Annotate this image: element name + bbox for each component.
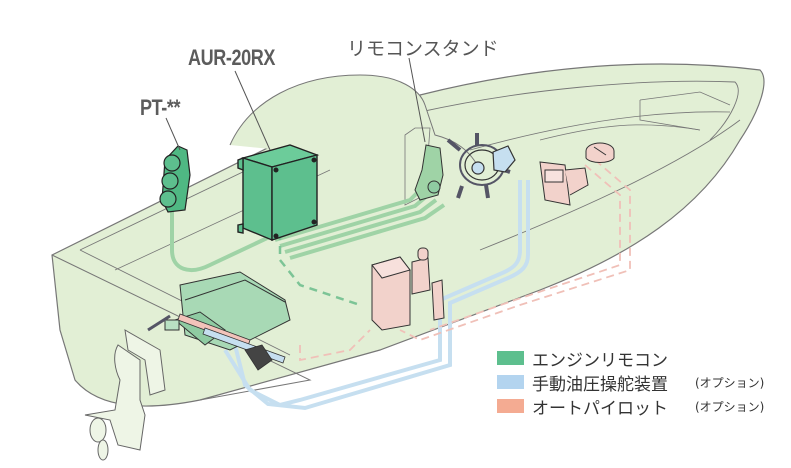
legend-swatch-blue — [497, 375, 524, 389]
legend-label: 手動油圧操舵装置 — [532, 374, 668, 395]
autopilot-dashed-lines — [299, 159, 631, 362]
legend-item-autopilot: オートパイロット (オプション) — [497, 394, 765, 419]
legend-label: オートパイロット — [532, 398, 668, 419]
callout-remote-stand: リモコンスタンド — [347, 38, 499, 60]
outboard-motor — [84, 329, 166, 461]
autopilot-pump-unit — [371, 247, 445, 331]
autopilot-display — [539, 161, 589, 206]
legend-note: (オプション) — [695, 375, 765, 390]
hydraulic-cylinder — [177, 313, 286, 371]
legend: エンジンリモコン 手動油圧操舵装置 (オプション) オートパイロット (オプショ… — [497, 346, 765, 419]
legend-note: (オプション) — [695, 399, 765, 414]
leader-lines — [165, 57, 426, 151]
legend-item-hydraulic-steering: 手動油圧操舵装置 (オプション) — [497, 370, 765, 395]
pt-button-panel — [159, 145, 191, 213]
callout-pt: PT-** — [140, 95, 181, 120]
hydraulic-lines — [223, 180, 530, 411]
legend-swatch-salmon — [497, 399, 524, 413]
legend-swatch-green — [497, 351, 524, 365]
callout-aur-20rx: AUR-20RX — [188, 45, 275, 70]
aur-20rx-control-box — [237, 144, 320, 242]
remote-control-stand — [414, 144, 444, 201]
legend-label: エンジンリモコン — [532, 350, 668, 371]
autopilot-compass — [585, 142, 615, 163]
engine-remote-dashed-cable — [278, 232, 361, 307]
legend-item-engine-remote: エンジンリモコン — [497, 346, 764, 371]
steering-wheel — [446, 133, 516, 199]
